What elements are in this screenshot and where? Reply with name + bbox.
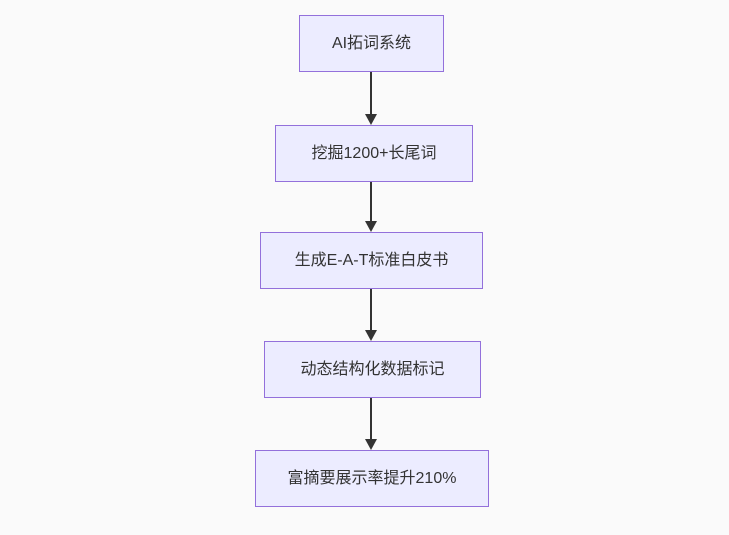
node-label: 生成E-A-T标准白皮书 — [294, 251, 449, 269]
arrow-line — [370, 182, 372, 224]
arrowhead-down-icon — [365, 221, 377, 232]
arrow-line — [370, 398, 372, 442]
arrowhead-down-icon — [365, 439, 377, 450]
flowchart-node-eat-whitepaper: 生成E-A-T标准白皮书 — [260, 232, 483, 289]
flowchart-arrow-3 — [364, 289, 378, 341]
node-label: AI拓词系统 — [331, 34, 412, 52]
flowchart-node-rich-snippet-result: 富摘要展示率提升210% — [255, 450, 489, 507]
flowchart-node-structured-data-markup: 动态结构化数据标记 — [264, 341, 481, 398]
node-label: 挖掘1200+长尾词 — [311, 144, 437, 162]
flowchart-arrow-1 — [364, 72, 378, 125]
arrowhead-down-icon — [365, 330, 377, 341]
node-label: 动态结构化数据标记 — [300, 360, 445, 378]
arrowhead-down-icon — [365, 114, 377, 125]
arrow-line — [370, 289, 372, 333]
flowchart-arrow-4 — [364, 398, 378, 450]
flowchart-node-ai-word-system: AI拓词系统 — [299, 15, 444, 72]
flowchart-node-longtail-mining: 挖掘1200+长尾词 — [275, 125, 473, 182]
flowchart-arrow-2 — [364, 182, 378, 232]
arrow-line — [370, 72, 372, 117]
node-label: 富摘要展示率提升210% — [287, 469, 457, 487]
